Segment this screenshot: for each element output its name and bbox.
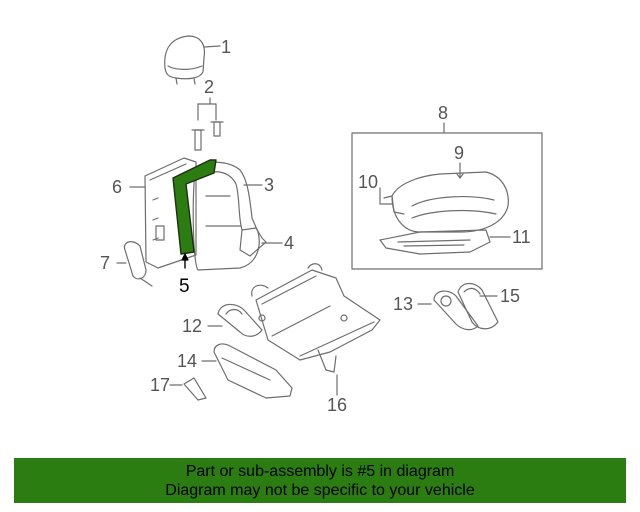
callout-2[interactable]: 2 xyxy=(204,77,215,97)
diagram-info-banner: Part or sub-assembly is #5 in diagram Di… xyxy=(14,458,626,503)
seat-cushion-group xyxy=(351,122,543,270)
callout-1[interactable]: 1 xyxy=(221,37,232,57)
part-13-recliner-cover[interactable] xyxy=(417,290,479,331)
part-2-headrest-guides[interactable] xyxy=(191,97,224,151)
part-12-side-shield[interactable] xyxy=(207,303,263,337)
callout-16[interactable]: 16 xyxy=(327,395,348,415)
banner-line-part: Part or sub-assembly is #5 in diagram xyxy=(185,463,455,480)
banner-line-disclaimer: Diagram may not be specific to your vehi… xyxy=(165,482,475,499)
part-14-side-trim[interactable] xyxy=(201,343,293,399)
part-5-seatback-bar-highlighted[interactable] xyxy=(172,159,217,269)
part-10-cushion-trim xyxy=(383,195,405,215)
part-17-clip[interactable] xyxy=(169,377,207,401)
part-4-seatback-trim[interactable] xyxy=(239,227,283,257)
part-9-seat-cushion xyxy=(391,171,509,233)
callout-3[interactable]: 3 xyxy=(264,175,275,195)
callout-8[interactable]: 8 xyxy=(438,103,449,123)
callout-14[interactable]: 14 xyxy=(177,351,198,371)
part-15-outer-cover[interactable] xyxy=(457,282,499,330)
callout-11[interactable]: 11 xyxy=(512,227,531,247)
part-1-headrest[interactable] xyxy=(164,35,221,85)
part-11-cushion-frame xyxy=(379,229,491,255)
callout-6[interactable]: 6 xyxy=(112,177,123,197)
callout-7[interactable]: 7 xyxy=(100,253,111,273)
callout-4[interactable]: 4 xyxy=(284,233,295,253)
callout-9[interactable]: 9 xyxy=(454,143,465,163)
callout-17[interactable]: 17 xyxy=(150,375,171,395)
part-7-side-cover[interactable] xyxy=(116,241,153,287)
callout-12[interactable]: 12 xyxy=(182,316,203,336)
callout-13[interactable]: 13 xyxy=(393,294,414,314)
callout-10[interactable]: 10 xyxy=(358,172,379,192)
part-16-seat-track-frame[interactable] xyxy=(251,263,381,396)
callout-5[interactable]: 5 xyxy=(179,276,190,297)
part-6-seatback-frame[interactable] xyxy=(129,157,197,269)
part-8-group-box[interactable] xyxy=(351,132,543,270)
callout-15[interactable]: 15 xyxy=(500,286,521,306)
